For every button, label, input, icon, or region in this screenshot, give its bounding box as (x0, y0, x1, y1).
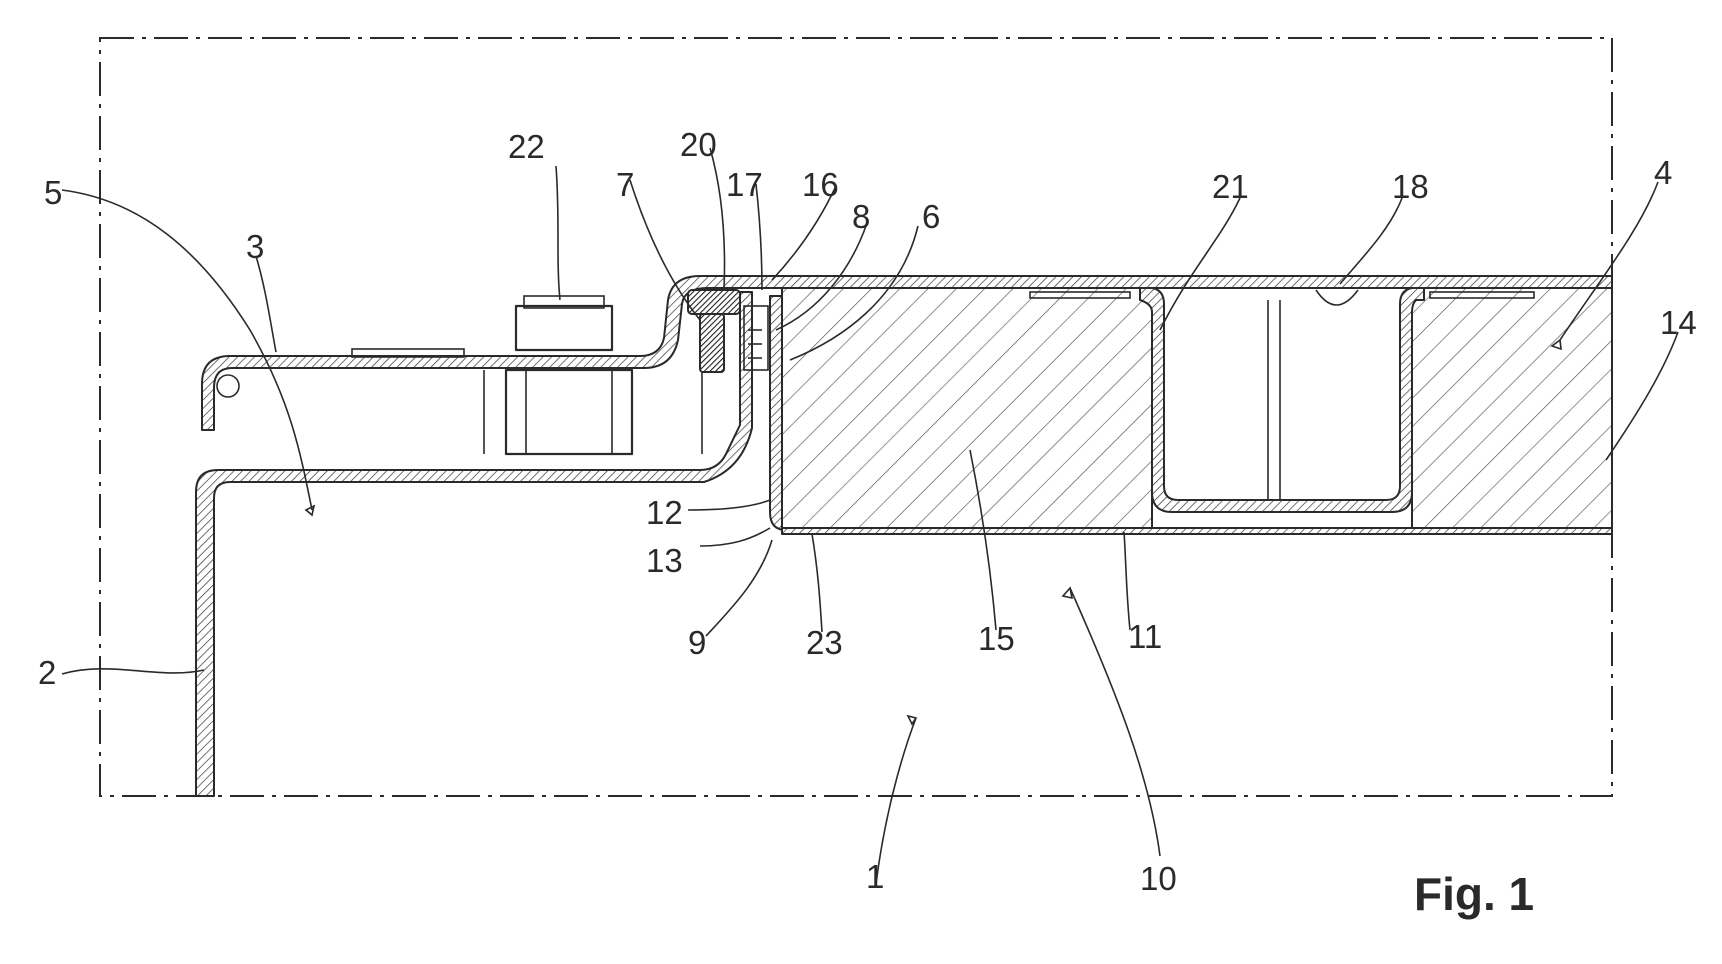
label-3: 3 (246, 228, 264, 265)
component-22 (352, 296, 702, 454)
label-8: 8 (852, 198, 870, 235)
channel-21 (1140, 288, 1424, 512)
label-6: 6 (922, 198, 940, 235)
label-17: 17 (726, 166, 763, 203)
label-13: 13 (646, 542, 683, 579)
label-18: 18 (1392, 168, 1429, 205)
label-2: 2 (38, 654, 56, 691)
label-14: 14 (1660, 304, 1697, 341)
bottom-layer-11 (782, 528, 1612, 534)
label-15: 15 (978, 620, 1015, 657)
label-12: 12 (646, 494, 683, 531)
label-20: 20 (680, 126, 717, 163)
label-23: 23 (806, 624, 843, 661)
seal-20 (688, 290, 740, 314)
bend-circle (217, 375, 239, 397)
label-16: 16 (802, 166, 839, 203)
label-9: 9 (688, 624, 706, 661)
figure-caption: Fig. 1 (1414, 868, 1534, 920)
label-5: 5 (44, 174, 62, 211)
label-10: 10 (1140, 860, 1177, 897)
label-7: 7 (616, 166, 634, 203)
label-11: 11 (1128, 618, 1162, 655)
block-4 (1412, 288, 1612, 528)
label-22: 22 (508, 128, 545, 165)
label-21: 21 (1212, 168, 1249, 205)
block-15 (782, 288, 1152, 528)
label-1: 1 (866, 858, 884, 895)
seal-7 (700, 314, 724, 372)
label-4: 4 (1654, 154, 1672, 191)
clip-18 (1316, 290, 1358, 305)
